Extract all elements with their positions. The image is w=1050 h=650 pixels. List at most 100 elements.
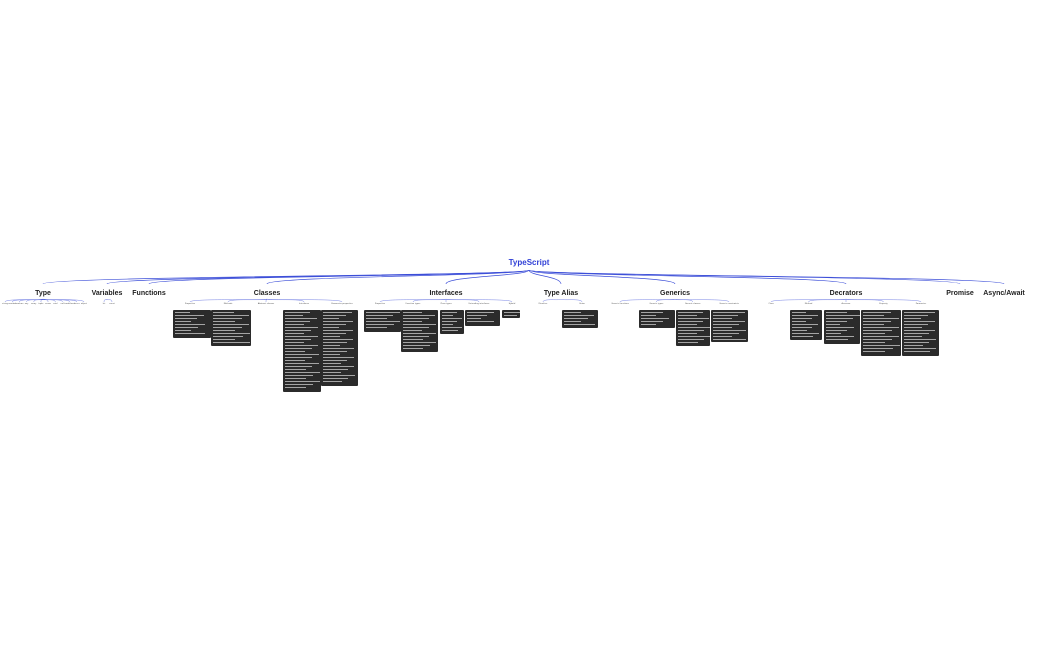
code-line	[826, 312, 847, 313]
edge-classes-leaf	[265, 298, 268, 303]
leaf-type-6[interactable]: enum	[45, 303, 51, 305]
leaf-type-4[interactable]: array	[31, 303, 37, 305]
code-line	[323, 339, 354, 340]
code-line	[323, 363, 341, 364]
code-line	[285, 378, 306, 379]
code-line	[285, 354, 319, 355]
leaf-generics-2[interactable]: Generic classes	[684, 303, 701, 305]
code-line	[678, 312, 703, 313]
leaf-classes-1[interactable]: Methods	[223, 303, 233, 305]
leaf-type-3[interactable]: any	[24, 303, 29, 305]
leaf-decrators-1[interactable]: Method	[804, 303, 813, 305]
code-line	[285, 333, 304, 334]
edge-root-generics	[528, 269, 676, 285]
code-line	[213, 315, 249, 316]
code-line	[863, 330, 892, 331]
code-line	[175, 321, 191, 322]
edge-variables-leaf	[103, 298, 108, 303]
code-line	[285, 369, 306, 370]
leaf-type-8[interactable]: null	[60, 303, 65, 305]
leaf-classes-3[interactable]: Interfaces	[299, 303, 309, 305]
code-line	[323, 342, 347, 343]
code-line	[285, 330, 311, 331]
leaf-generics-1[interactable]: Generic types	[649, 303, 664, 305]
leaf-type-0[interactable]: string	[2, 303, 8, 305]
leaf-decrators-3[interactable]: Property	[879, 303, 888, 305]
root-node[interactable]: TypeScript	[508, 258, 550, 267]
leaf-interfaces-2[interactable]: Class types	[440, 303, 452, 305]
topic-async-await[interactable]: Async/Await	[983, 290, 1025, 297]
code-line	[323, 345, 341, 346]
topic-classes[interactable]: Classes	[253, 290, 281, 297]
code-line	[904, 333, 929, 334]
code-line	[678, 339, 704, 340]
code-line	[213, 327, 243, 328]
leaf-generics-3[interactable]: Generic constraints	[719, 303, 739, 305]
edge-root-interfaces	[445, 269, 530, 285]
leaf-type-9[interactable]: undefined	[64, 303, 75, 305]
code-line	[285, 357, 312, 358]
code-snippet-card	[440, 310, 464, 334]
code-line	[826, 315, 860, 316]
edge-variables-leaf	[106, 298, 113, 303]
code-line	[323, 351, 348, 352]
topic-variables[interactable]: Variables	[91, 290, 123, 297]
leaf-type-alias-0[interactable]: Primitive	[538, 303, 548, 305]
leaf-type-2[interactable]: boolean	[15, 303, 24, 305]
code-line	[442, 324, 454, 325]
leaf-type-1[interactable]: number	[8, 303, 17, 305]
leaf-type-11[interactable]: object	[80, 303, 88, 305]
code-line	[366, 327, 388, 328]
code-line	[213, 333, 250, 334]
code-line	[564, 324, 595, 325]
topic-interfaces[interactable]: Interfaces	[429, 290, 463, 297]
topic-promise[interactable]: Promise	[946, 290, 974, 297]
leaf-decrators-2[interactable]: Accessor	[841, 303, 851, 305]
code-snippet-card	[562, 310, 598, 328]
topic-functions[interactable]: Functions	[132, 290, 166, 297]
leaf-generics-0[interactable]: Generic functions	[611, 303, 629, 305]
code-line	[826, 321, 847, 322]
code-line	[904, 351, 930, 352]
code-line	[285, 318, 318, 319]
code-line	[904, 315, 929, 316]
code-line	[285, 363, 320, 364]
leaf-type-10[interactable]: never	[73, 303, 80, 305]
code-snippet-card	[861, 310, 901, 356]
code-line	[713, 324, 739, 325]
leaf-decrators-4[interactable]: Parameter	[915, 303, 927, 305]
topic-type[interactable]: Type	[35, 290, 51, 297]
leaf-classes-0[interactable]: Properties	[184, 303, 196, 305]
code-line	[403, 333, 436, 334]
code-snippet-card	[676, 310, 710, 346]
code-line	[904, 339, 936, 340]
leaf-variables-1[interactable]: const	[109, 303, 115, 305]
code-line	[403, 330, 423, 331]
topic-type-alias[interactable]: Type Alias	[543, 290, 579, 297]
leaf-interfaces-0[interactable]: Properties	[374, 303, 386, 305]
code-line	[323, 318, 339, 319]
leaf-type-alias-1[interactable]: Union	[579, 303, 585, 305]
code-line	[467, 318, 481, 319]
code-line	[641, 318, 670, 319]
code-line	[213, 342, 251, 343]
code-line	[323, 372, 342, 373]
leaf-classes-4[interactable]: Parameter properties	[331, 303, 353, 305]
topic-generics[interactable]: Generics	[660, 290, 690, 297]
leaf-type-5[interactable]: tuple	[38, 303, 44, 305]
leaf-interfaces-4[interactable]: Hybrid	[508, 303, 516, 305]
code-line	[641, 315, 657, 316]
leaf-interfaces-3[interactable]: Extending interfaces	[468, 303, 490, 305]
leaf-type-7[interactable]: void	[53, 303, 58, 305]
leaf-decrators-0[interactable]: Class	[768, 303, 774, 305]
code-line	[904, 324, 929, 325]
leaf-variables-0[interactable]: let	[102, 303, 106, 305]
code-line	[442, 312, 458, 313]
leaf-interfaces-1[interactable]: Function types	[405, 303, 421, 305]
leaf-classes-2[interactable]: Abstract classes	[257, 303, 275, 305]
code-line	[904, 336, 923, 337]
edge-decrators-leaf	[808, 298, 847, 303]
code-line	[285, 324, 304, 325]
topic-decrators[interactable]: Decrators	[829, 290, 863, 297]
